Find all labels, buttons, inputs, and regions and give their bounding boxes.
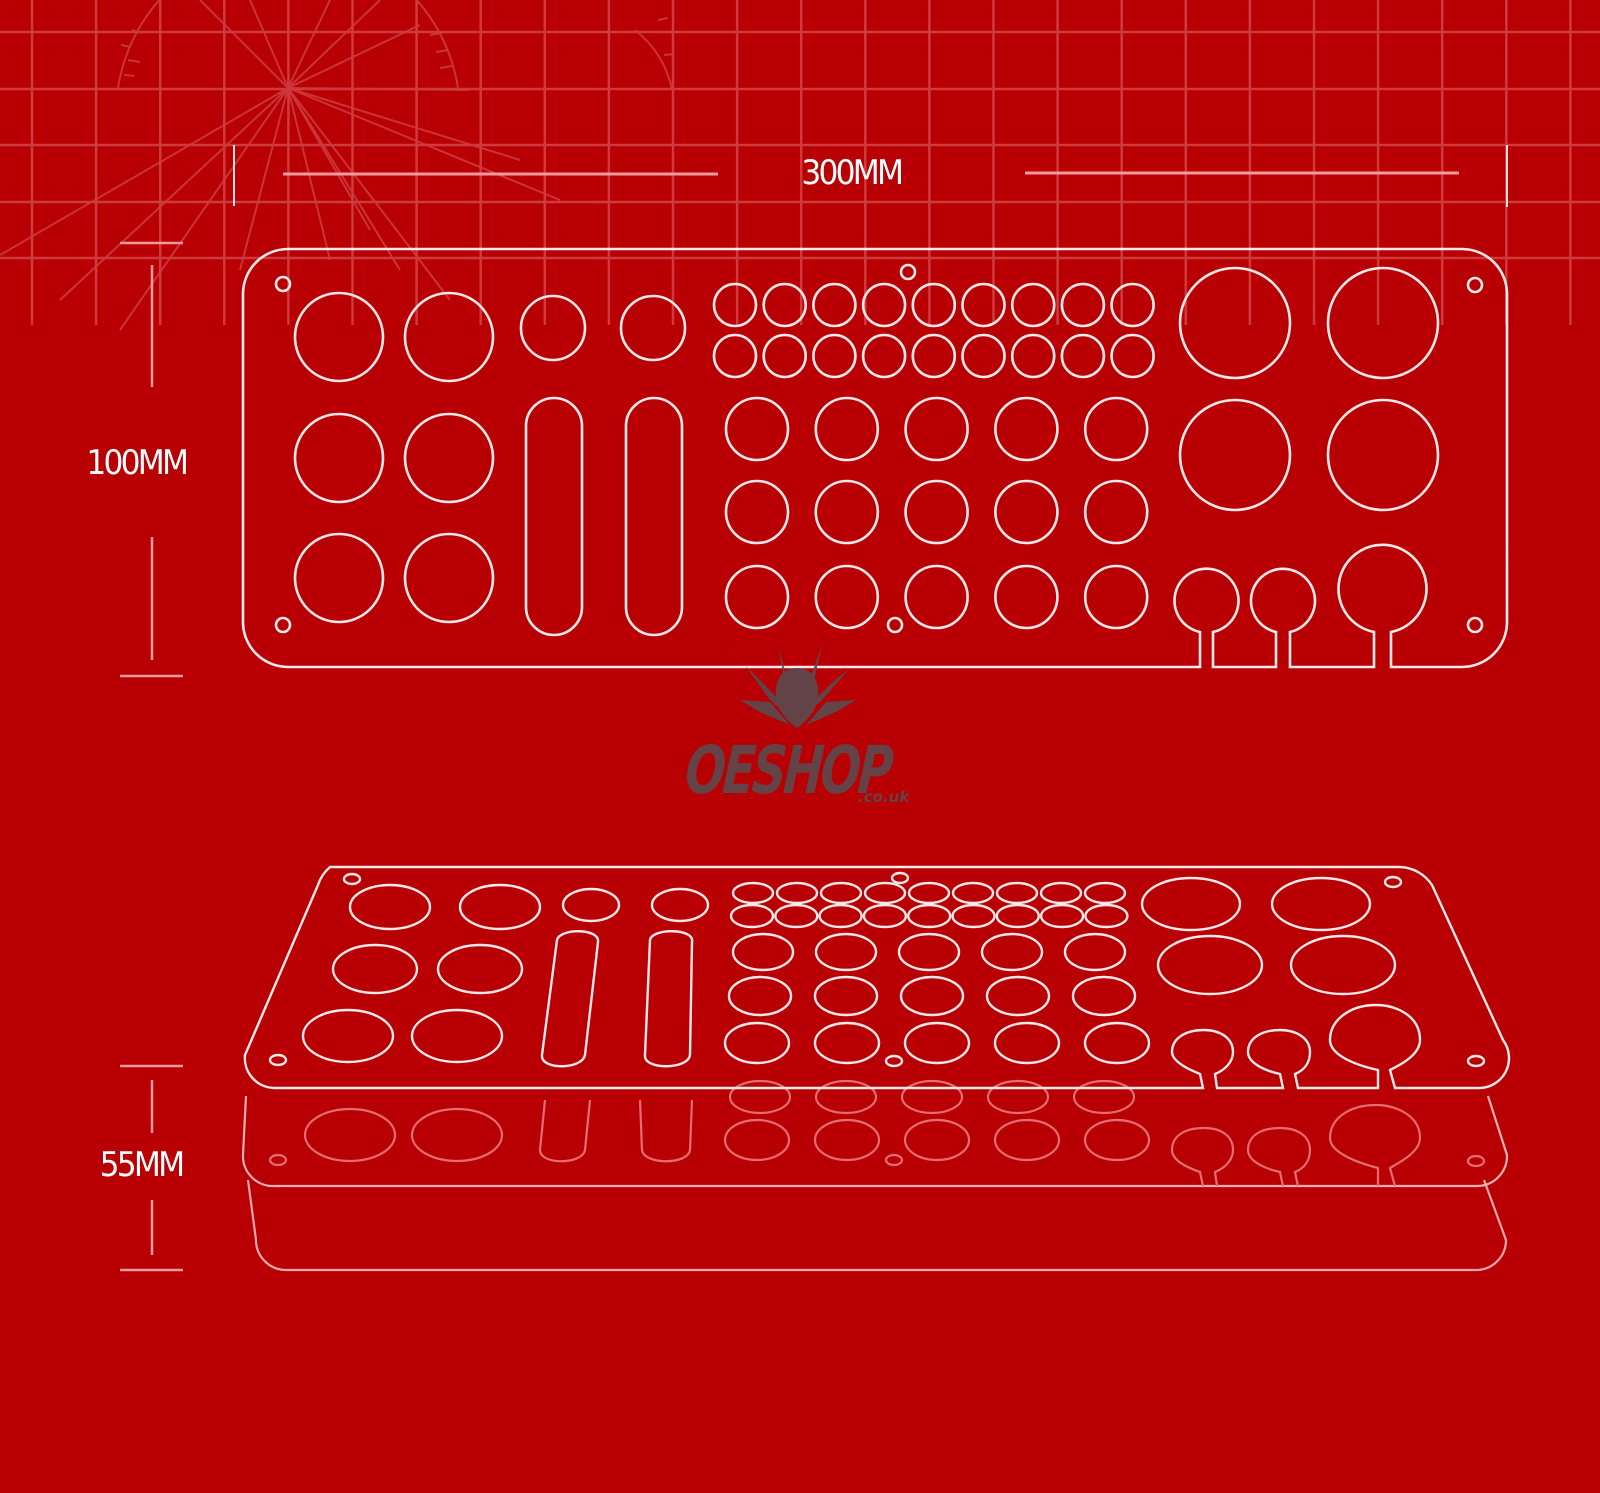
protractor-decoration (0, 0, 675, 331)
width-dimension-label: 300MM (801, 153, 904, 193)
depth-dimension-label: 55MM (99, 1145, 186, 1185)
watermark-suffix: .co.uk (858, 788, 910, 806)
width-dimension (233, 145, 1508, 207)
plate-outline (241, 247, 1509, 669)
depth-dimension (120, 1064, 183, 1272)
top-view-plate (241, 247, 1509, 669)
base-plate (246, 1179, 1508, 1272)
perspective-top-plate (243, 865, 1511, 1090)
perspective-plate-outline (243, 865, 1511, 1090)
height-dimension-label: 100MM (86, 443, 189, 483)
height-dimension (120, 241, 183, 678)
middle-plate (241, 1079, 1509, 1188)
mecha-helmet-logo-icon (712, 633, 885, 728)
background-grid (0, 0, 1600, 325)
